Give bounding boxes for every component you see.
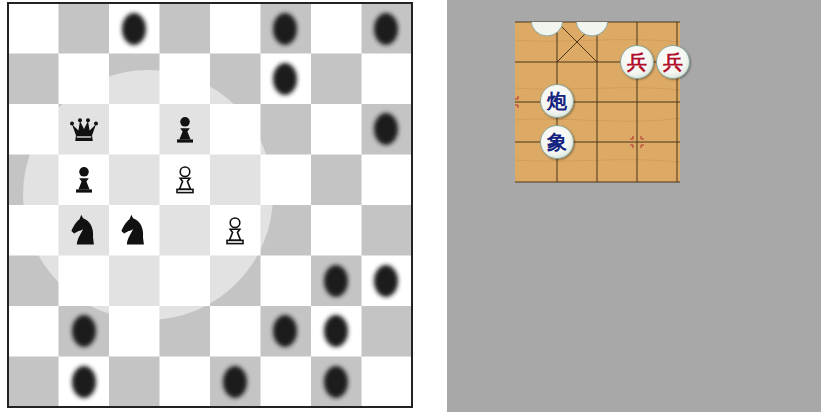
position-marks	[515, 96, 644, 148]
chess-pieces	[70, 117, 243, 244]
piece-label: 兵	[627, 52, 647, 72]
xiangqi-piece: 兵	[620, 45, 654, 79]
xiangqi-piece: 兵	[656, 45, 690, 79]
side-panel	[447, 0, 821, 412]
hidden-squares	[72, 13, 398, 398]
piece-label: 兵	[663, 52, 683, 72]
board-border	[8, 3, 412, 407]
xiangqi-piece: 象	[540, 125, 574, 159]
cropped-pieces	[531, 4, 608, 36]
piece-label: 象	[547, 132, 567, 152]
chess-board	[8, 3, 412, 407]
highlight-zone	[23, 70, 273, 320]
xiangqi-board	[515, 22, 680, 182]
xiangqi-grid	[515, 22, 680, 182]
xiangqi-piece: 炮	[540, 84, 574, 118]
piece-label: 炮	[547, 91, 567, 111]
